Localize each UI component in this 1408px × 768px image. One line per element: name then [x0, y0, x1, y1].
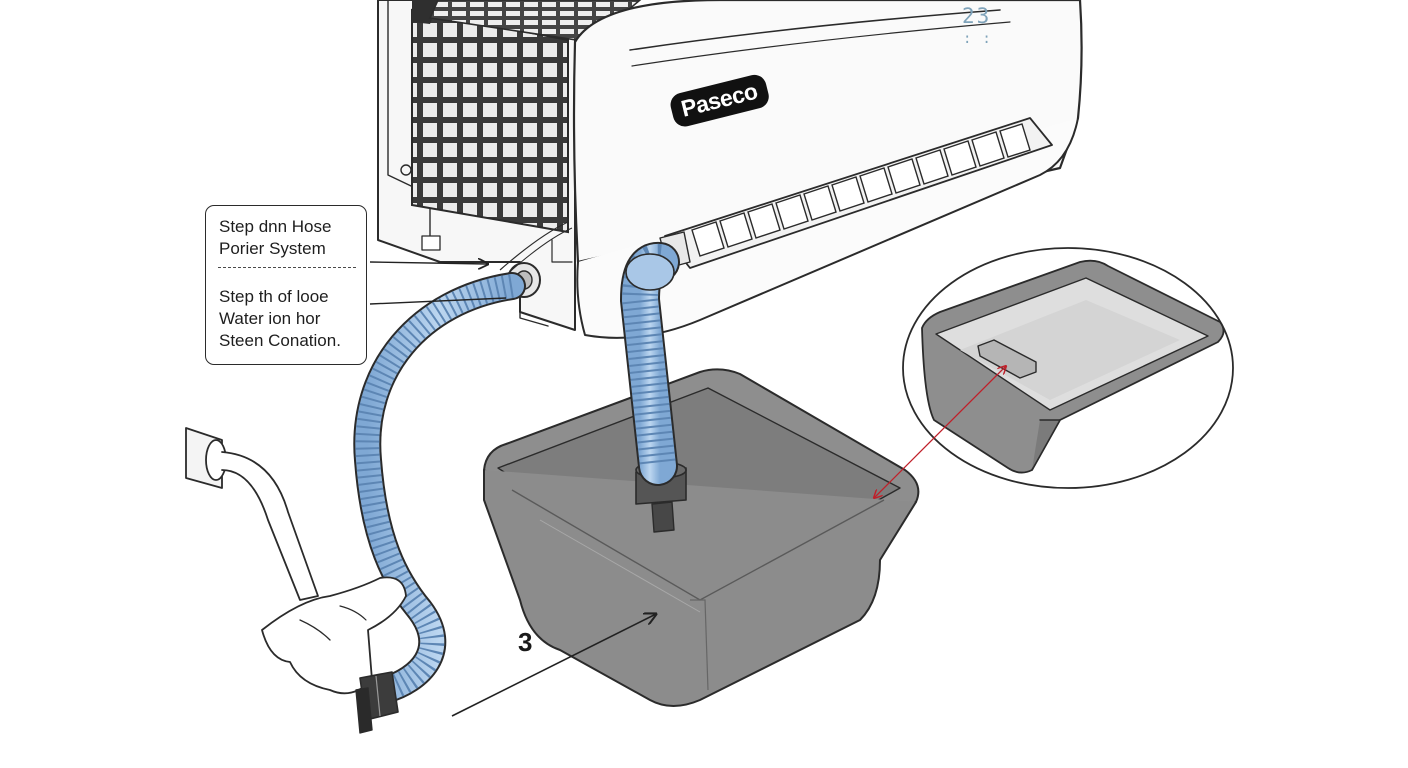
- air-conditioner-unit: [377, 0, 1083, 339]
- drain-basin: [483, 368, 920, 707]
- callout-pointer-lower: [369, 297, 507, 305]
- callout-line-4: Water ion hor: [219, 309, 321, 328]
- callout-pointer-upper: [369, 262, 488, 264]
- side-drain-hose: [353, 272, 526, 704]
- step-number: 3: [518, 627, 533, 657]
- hose-coupling: [355, 671, 399, 734]
- rear-grille: [411, 8, 569, 234]
- unit-display-reading: 23: [962, 4, 992, 28]
- vertical-drain-hose: [619, 242, 680, 486]
- registered-mark: ®: [756, 86, 763, 96]
- callout-line-1: Step dnn Hose: [219, 217, 332, 236]
- hand: [261, 576, 407, 695]
- inset-detail: [902, 247, 1234, 489]
- inset-pointer-arrow: [874, 366, 1006, 498]
- pointers: [369, 262, 1006, 717]
- callout-divider: [218, 267, 356, 268]
- instruction-callout: Step dnn Hose Porier System Step th of l…: [205, 205, 367, 365]
- wall-pipe: [185, 427, 319, 601]
- callout-line-3: Step th of looe: [219, 287, 329, 306]
- callout-line-2: Porier System: [219, 239, 326, 258]
- callout-line-5: Steen Conation.: [219, 331, 341, 350]
- basin-pointer-arrow: [451, 614, 656, 717]
- unit-display-dots: ::: [963, 31, 1002, 47]
